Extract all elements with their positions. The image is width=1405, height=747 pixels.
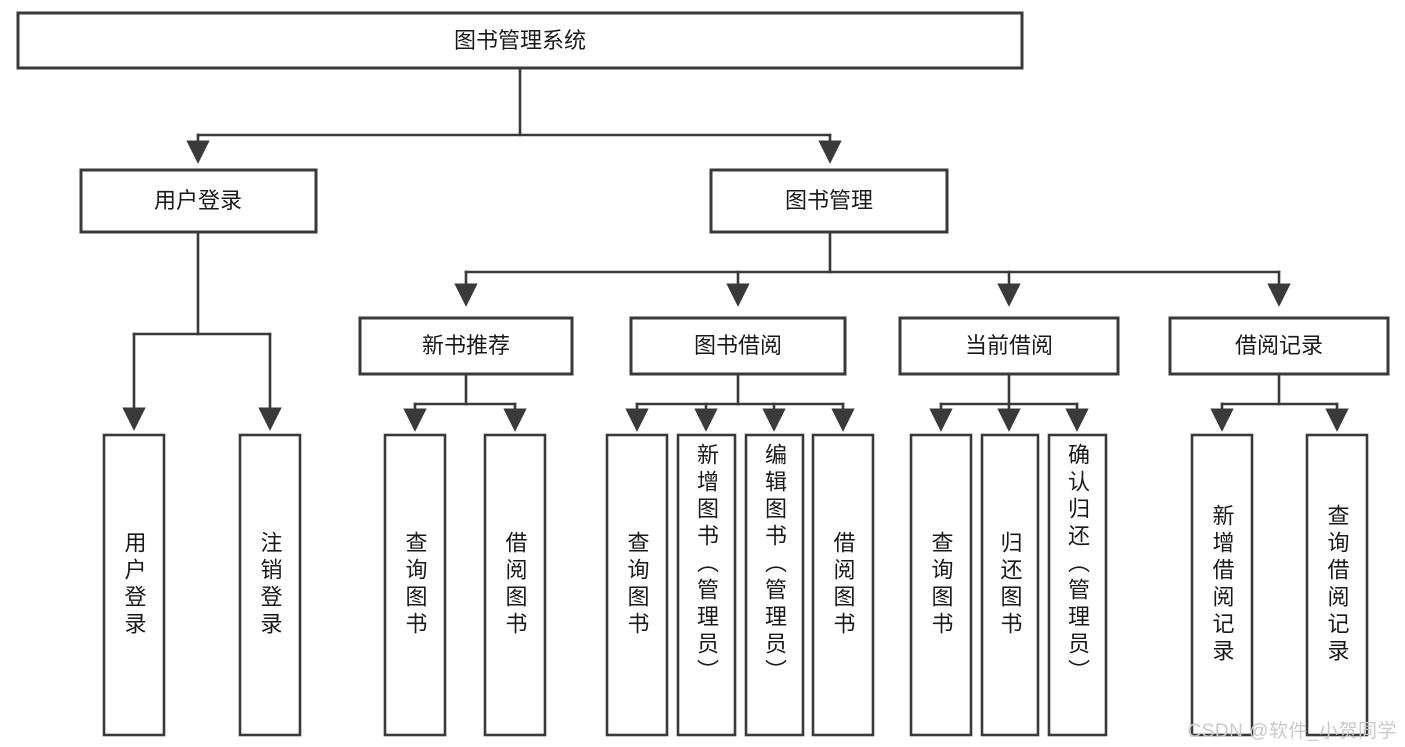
connector-layer [122, 66, 1349, 432]
node-leaf-query-book-1-box[interactable] [383, 433, 447, 737]
node-book-borrow-box[interactable] [629, 316, 847, 376]
node-root-box[interactable] [16, 11, 1024, 70]
node-borrow-record-box[interactable] [1168, 316, 1390, 376]
node-leaf-borrow-book-2-box[interactable] [811, 433, 875, 737]
node-user-login-label: 用户登录 [154, 188, 242, 213]
node-layer: 图书管理系统 用户登录 图书管理 新书推荐 图书借阅 [16, 11, 1390, 737]
node-new-book-recommend-label: 新书推荐 [422, 333, 510, 358]
node-current-borrow-label: 当前借阅 [965, 333, 1053, 358]
node-leaf-add-record-box[interactable] [1190, 433, 1254, 737]
node-root-label: 图书管理系统 [454, 28, 586, 53]
node-book-borrow[interactable]: 图书借阅 [629, 316, 847, 376]
node-leaf-query-book-3-box[interactable] [909, 433, 973, 737]
node-book-manage-box[interactable] [709, 168, 949, 234]
node-user-login[interactable]: 用户登录 [79, 168, 318, 234]
node-leaf-query-book-2-box[interactable] [605, 433, 669, 737]
node-new-book-recommend[interactable]: 新书推荐 [358, 316, 574, 376]
node-user-login-box[interactable] [79, 168, 318, 234]
node-leaf-user-login-box[interactable] [102, 433, 166, 737]
node-leaf-add-book-box[interactable] [676, 433, 737, 737]
node-leaf-user-logout-box[interactable] [238, 433, 302, 737]
node-book-manage[interactable]: 图书管理 [709, 168, 949, 234]
csdn-watermark: CSDN @软件_小贺同学 [1187, 721, 1397, 742]
node-book-manage-label: 图书管理 [785, 188, 873, 213]
node-leaf-edit-book-box[interactable] [744, 433, 805, 737]
node-current-borrow[interactable]: 当前借阅 [898, 316, 1120, 376]
node-leaf-confirm-return-box[interactable] [1047, 433, 1108, 737]
node-root[interactable]: 图书管理系统 [16, 11, 1024, 70]
node-leaf-return-book-box[interactable] [980, 433, 1040, 737]
node-borrow-record[interactable]: 借阅记录 [1168, 316, 1390, 376]
node-new-book-recommend-box[interactable] [358, 316, 574, 376]
node-book-borrow-label: 图书借阅 [694, 333, 782, 358]
node-leaf-borrow-book-1-box[interactable] [483, 433, 547, 737]
node-current-borrow-box[interactable] [898, 316, 1120, 376]
node-borrow-record-label: 借阅记录 [1235, 333, 1323, 358]
node-leaf-query-record-box[interactable] [1305, 433, 1369, 737]
